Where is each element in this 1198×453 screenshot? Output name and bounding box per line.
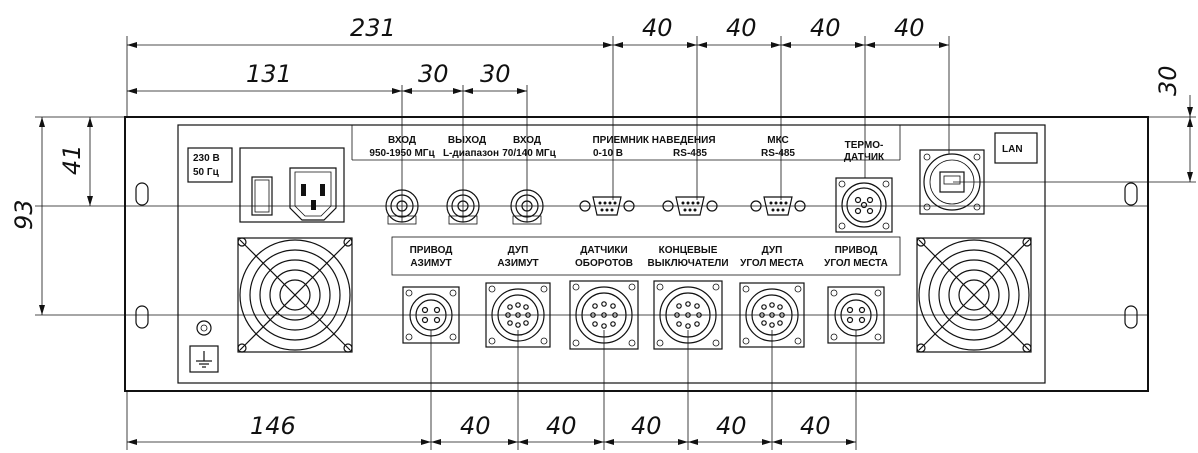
circular-connector-icon (835, 177, 893, 233)
dim-bottom-40-5: 40 (800, 412, 831, 440)
extension-lines (35, 36, 1196, 450)
label-plate-outline (177, 124, 1046, 384)
power-label-box (187, 147, 233, 183)
dim-top-40-1: 40 (642, 14, 673, 42)
top-label-6-line1: МКС (767, 135, 789, 146)
top-label-1-line2: 950-1950 МГц (369, 148, 435, 159)
top-label-2-line1: ВЫХОД (448, 135, 486, 146)
dim-top-40-3: 40 (810, 14, 841, 42)
dim-right-30: 30 (1154, 65, 1182, 96)
dim-41: 41 (58, 144, 86, 175)
rack-panel-outline (124, 116, 1149, 392)
bottom-label-1-line2: АЗИМУТ (410, 258, 451, 269)
dimension-lines (39, 42, 1193, 445)
bottom-label-2-line2: АЗИМУТ (497, 258, 538, 269)
dim-top-40-4: 40 (894, 14, 925, 42)
bottom-label-6-line1: ПРИВОД (835, 245, 878, 256)
bottom-label-3-line1: ДАТЧИКИ (580, 245, 627, 256)
power-voltage: 230 В (193, 153, 220, 164)
dim-bottom-40-3: 40 (631, 412, 662, 440)
dim-bottom-40-1: 40 (460, 412, 491, 440)
top-label-5-line2: RS-485 (673, 148, 707, 159)
top-label-4-line1: ПРИЕМНИК НАВЕДЕНИЯ (592, 135, 715, 146)
dim-93: 93 (10, 199, 38, 230)
left-fan-icon (237, 237, 353, 353)
top-label-3-line2: 70/140 МГц (502, 148, 556, 159)
bottom-label-band (391, 236, 901, 276)
bottom-label-4-line1: КОНЦЕВЫЕ (659, 245, 718, 256)
dim-146: 146 (250, 412, 296, 440)
dim-top-30-1: 30 (418, 60, 449, 88)
top-label-2-line2: L-диапазон (443, 148, 499, 159)
bottom-label-5-line2: УГОЛ МЕСТА (740, 258, 804, 269)
dim-bottom-40-2: 40 (546, 412, 577, 440)
dim-131: 131 (246, 60, 292, 88)
bottom-label-2-line1: ДУП (508, 245, 529, 256)
right-fan-icon (916, 237, 1032, 353)
power-frequency: 50 Гц (193, 167, 220, 178)
mounting-slots (135, 182, 1138, 329)
dim-top-40-2: 40 (726, 14, 757, 42)
ground-terminal-icon (189, 320, 219, 373)
top-label-6-line2: RS-485 (761, 148, 795, 159)
lan-label-box (994, 132, 1038, 164)
dim-top-30-2: 30 (480, 60, 511, 88)
top-label-7-line2: ДАТЧИК (844, 152, 885, 163)
bottom-label-1-line1: ПРИВОД (410, 245, 453, 256)
top-label-4-line2: 0-10 В (593, 148, 623, 159)
power-inlet-icon (239, 147, 345, 223)
bottom-label-6-line2: УГОЛ МЕСТА (824, 258, 888, 269)
top-label-7-line1: ТЕРМО- (845, 140, 884, 151)
bottom-label-4-line2: ВЫКЛЮЧАТЕЛИ (647, 258, 728, 269)
bottom-label-5-line1: ДУП (762, 245, 783, 256)
dim-bottom-40-4: 40 (716, 412, 747, 440)
dim-231: 231 (350, 14, 396, 42)
lan-label: LAN (1002, 144, 1023, 155)
bottom-label-3-line2: ОБОРОТОВ (575, 258, 633, 269)
